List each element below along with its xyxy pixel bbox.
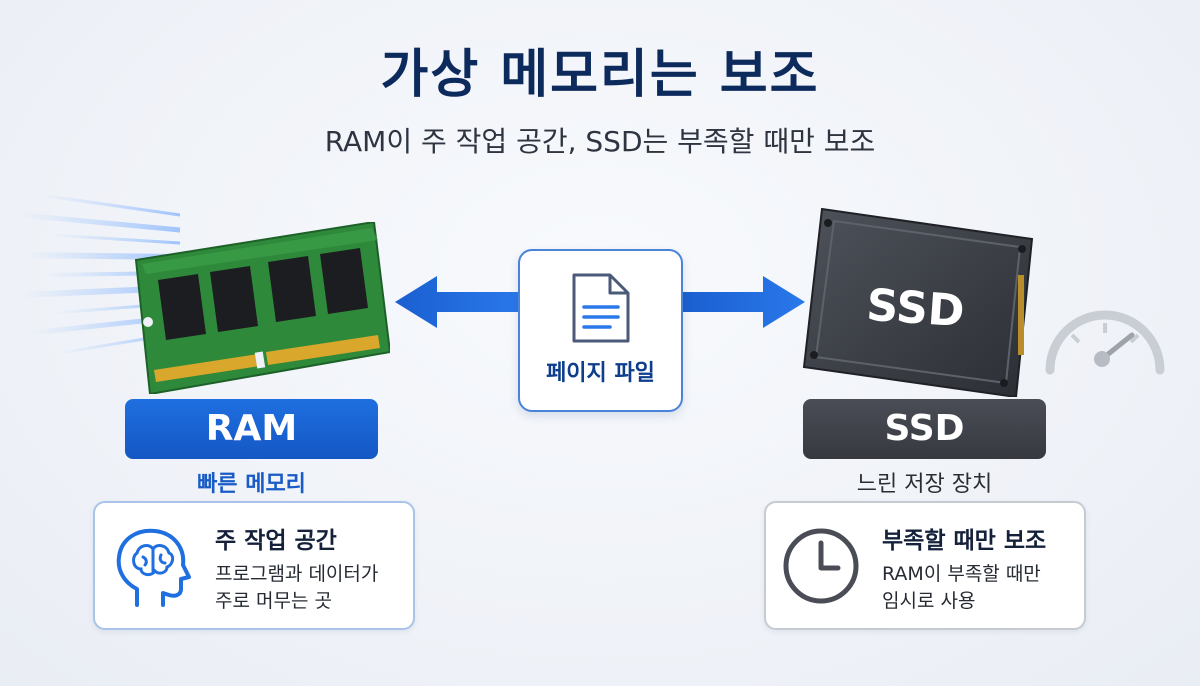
page-subtitle: RAM이 주 작업 공간, SSD는 부족할 때만 보조 (324, 125, 876, 158)
ram-card-title: 주 작업 공간 (215, 528, 337, 554)
page-title: 가상 메모리는 보조 (380, 45, 820, 105)
ssd-info-card: 부족할 때만 보조 RAM이 부족할 때만 임시로 사용 (764, 501, 1086, 630)
document-icon (572, 273, 630, 343)
bidirectional-arrows (395, 276, 805, 328)
ram-card-description: 프로그램과 데이터가 주로 머무는 곳 (215, 561, 405, 615)
ssd-device-image: SSD (802, 207, 1034, 397)
page-file-box: 페이지 파일 (518, 249, 683, 412)
clock-icon (783, 528, 859, 604)
ram-card-line: 프로그램과 데이터가 (215, 563, 379, 585)
ssd-device-label: SSD (865, 280, 966, 338)
ssd-caption: 느린 저장 장치 (856, 472, 993, 497)
ssd-card-title: 부족할 때만 보조 (882, 528, 1047, 554)
speedometer-icon (1045, 310, 1165, 375)
ram-card-line: 주로 머무는 곳 (215, 590, 332, 612)
ram-info-card: 주 작업 공간 프로그램과 데이터가 주로 머무는 곳 (93, 501, 415, 630)
ssd-card-description: RAM이 부족할 때만 임시로 사용 (882, 561, 1072, 615)
brain-head-icon (116, 528, 191, 607)
page-file-label: 페이지 파일 (546, 361, 655, 386)
ssd-card-line: RAM이 부족할 때만 (882, 563, 1041, 585)
ram-label-pill: RAM (125, 399, 378, 459)
ssd-label-pill: SSD (803, 399, 1046, 459)
ssd-card-line: 임시로 사용 (882, 590, 976, 612)
ram-caption: 빠른 메모리 (197, 472, 306, 497)
ram-module-image (134, 222, 390, 394)
